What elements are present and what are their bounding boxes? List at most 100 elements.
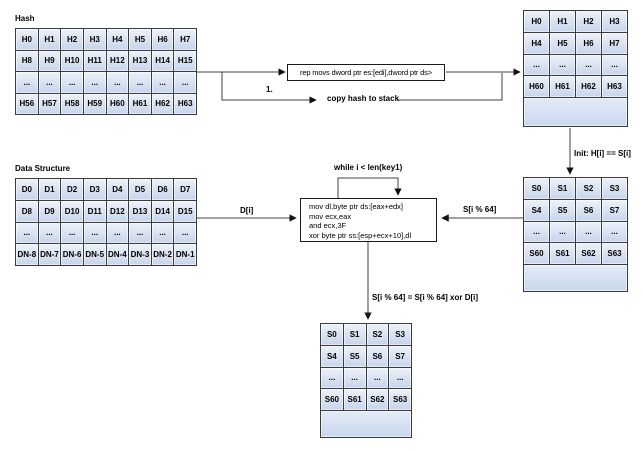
- table-cell: DN-8: [16, 244, 38, 265]
- table-cell: H12: [105, 50, 129, 71]
- table-cell: ...: [575, 221, 601, 243]
- copy-hash-label: copy hash to stack: [327, 94, 400, 103]
- table-cell: D12: [105, 200, 129, 222]
- table-cell: S2: [575, 178, 601, 199]
- table-cell: H60: [524, 76, 549, 97]
- while-loop-label: while i < len(key1): [334, 163, 403, 172]
- table-cell: H1: [549, 11, 575, 32]
- step-number-label: 1.: [266, 85, 273, 94]
- table-cell: S62: [575, 243, 601, 264]
- table-cell: S63: [388, 389, 411, 410]
- table-cell: H0: [16, 29, 38, 50]
- table-cell: ...: [549, 221, 575, 243]
- table-cell: S7: [388, 345, 411, 367]
- table-cell: D14: [150, 200, 174, 222]
- table-cell: H3: [82, 29, 106, 50]
- code-line-1: mov dl,byte ptr ds:[eax+edx]: [309, 202, 404, 211]
- table-cell: ...: [105, 72, 129, 93]
- table-footer: [524, 264, 627, 291]
- table-cell: D7: [173, 179, 196, 200]
- table-cell: S2: [365, 324, 389, 345]
- table-cell: DN-4: [105, 244, 129, 265]
- table-cell: H6: [575, 32, 601, 54]
- table-cell: H10: [60, 50, 83, 71]
- table-cell: ...: [365, 367, 389, 389]
- table-cell: D15: [173, 200, 196, 222]
- table-cell: ...: [575, 54, 601, 76]
- table-cell: S5: [549, 199, 575, 221]
- table-cell: S63: [601, 243, 627, 264]
- table-cell: H0: [524, 11, 549, 32]
- table-cell: ...: [16, 72, 38, 93]
- table-cell: D8: [16, 200, 38, 222]
- table-cell: D2: [60, 179, 83, 200]
- table-cell: ...: [601, 221, 627, 243]
- table-row: ............: [321, 366, 411, 389]
- table-cell: ...: [173, 222, 196, 244]
- xor-assignment-label: S[i % 64] = S[i % 64] xor D[i]: [372, 293, 479, 302]
- table-cell: S60: [524, 243, 549, 264]
- table-cell: H6: [150, 29, 174, 50]
- table-cell: ...: [342, 367, 366, 389]
- table-cell: S7: [601, 199, 627, 221]
- table-row: ............: [524, 220, 627, 243]
- table-cell: S4: [524, 199, 549, 221]
- table-cell: ...: [37, 222, 61, 244]
- table-cell: H15: [173, 50, 196, 71]
- table-cell: H61: [128, 93, 151, 114]
- table-cell: H62: [575, 76, 601, 97]
- table-cell: DN-6: [60, 244, 83, 265]
- table-cell: H8: [16, 50, 38, 71]
- table-cell: H61: [549, 76, 575, 97]
- table-cell: S1: [549, 178, 575, 199]
- table-cell: H1: [37, 29, 61, 50]
- table-cell: S61: [342, 389, 366, 410]
- table-cell: H5: [128, 29, 151, 50]
- table-cell: H11: [82, 50, 106, 71]
- xor-loop-code-box: mov dl,byte ptr ds:[eax+edx] mov ecx,eax…: [300, 198, 437, 242]
- table-cell: S0: [321, 324, 343, 345]
- table-cell: S1: [342, 324, 366, 345]
- table-cell: D5: [128, 179, 151, 200]
- table-cell: D9: [37, 200, 61, 222]
- table-cell: S3: [388, 324, 411, 345]
- table-cell: ...: [388, 367, 411, 389]
- table-cell: ...: [524, 221, 549, 243]
- table-row: ............: [524, 53, 627, 76]
- table-cell: S62: [365, 389, 389, 410]
- while-loop-connector: [337, 177, 402, 198]
- table-cell: D13: [128, 200, 151, 222]
- table-cell: S61: [549, 243, 575, 264]
- table-cell: ...: [150, 222, 174, 244]
- table-cell: ...: [82, 72, 106, 93]
- table-cell: DN-1: [173, 244, 196, 265]
- table-cell: S6: [365, 345, 389, 367]
- code-line-2: mov ecx,eax: [309, 211, 352, 221]
- table-cell: ...: [173, 72, 196, 93]
- rep-movs-instruction-box: rep movs dword ptr es:[edi],dword ptr ds…: [287, 64, 445, 81]
- table-cell: H63: [601, 76, 627, 97]
- init-condition-label: Init: H[i] == S[i]: [574, 149, 631, 158]
- table-cell: ...: [128, 72, 151, 93]
- code-line-4: xor byte ptr ss:[esp+ecx+10],dl: [309, 230, 412, 240]
- table-cell: D6: [150, 179, 174, 200]
- table-cell: ...: [37, 72, 61, 93]
- data-structure-title: Data Structure: [15, 164, 71, 173]
- table-row: ........................: [16, 221, 196, 244]
- table-cell: D4: [105, 179, 129, 200]
- table-cell: H7: [173, 29, 196, 50]
